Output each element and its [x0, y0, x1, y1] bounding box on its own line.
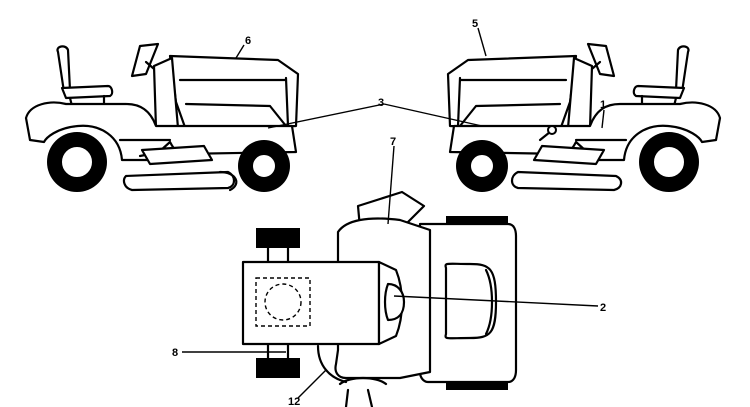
callout-6: 6: [245, 35, 251, 47]
callout-5: 5: [472, 18, 478, 30]
mower-left-side-view: [24, 42, 300, 192]
callout-3: 3: [378, 97, 384, 109]
mower-right-side-view: [446, 42, 722, 192]
callout-1: 1: [600, 99, 606, 111]
mower-top-view: [241, 190, 518, 407]
callout-2: 2: [600, 302, 606, 314]
callout-7: 7: [390, 136, 396, 148]
callout-12: 12: [288, 396, 300, 407]
callout-leaders: [182, 27, 605, 399]
callout-8: 8: [172, 347, 178, 359]
